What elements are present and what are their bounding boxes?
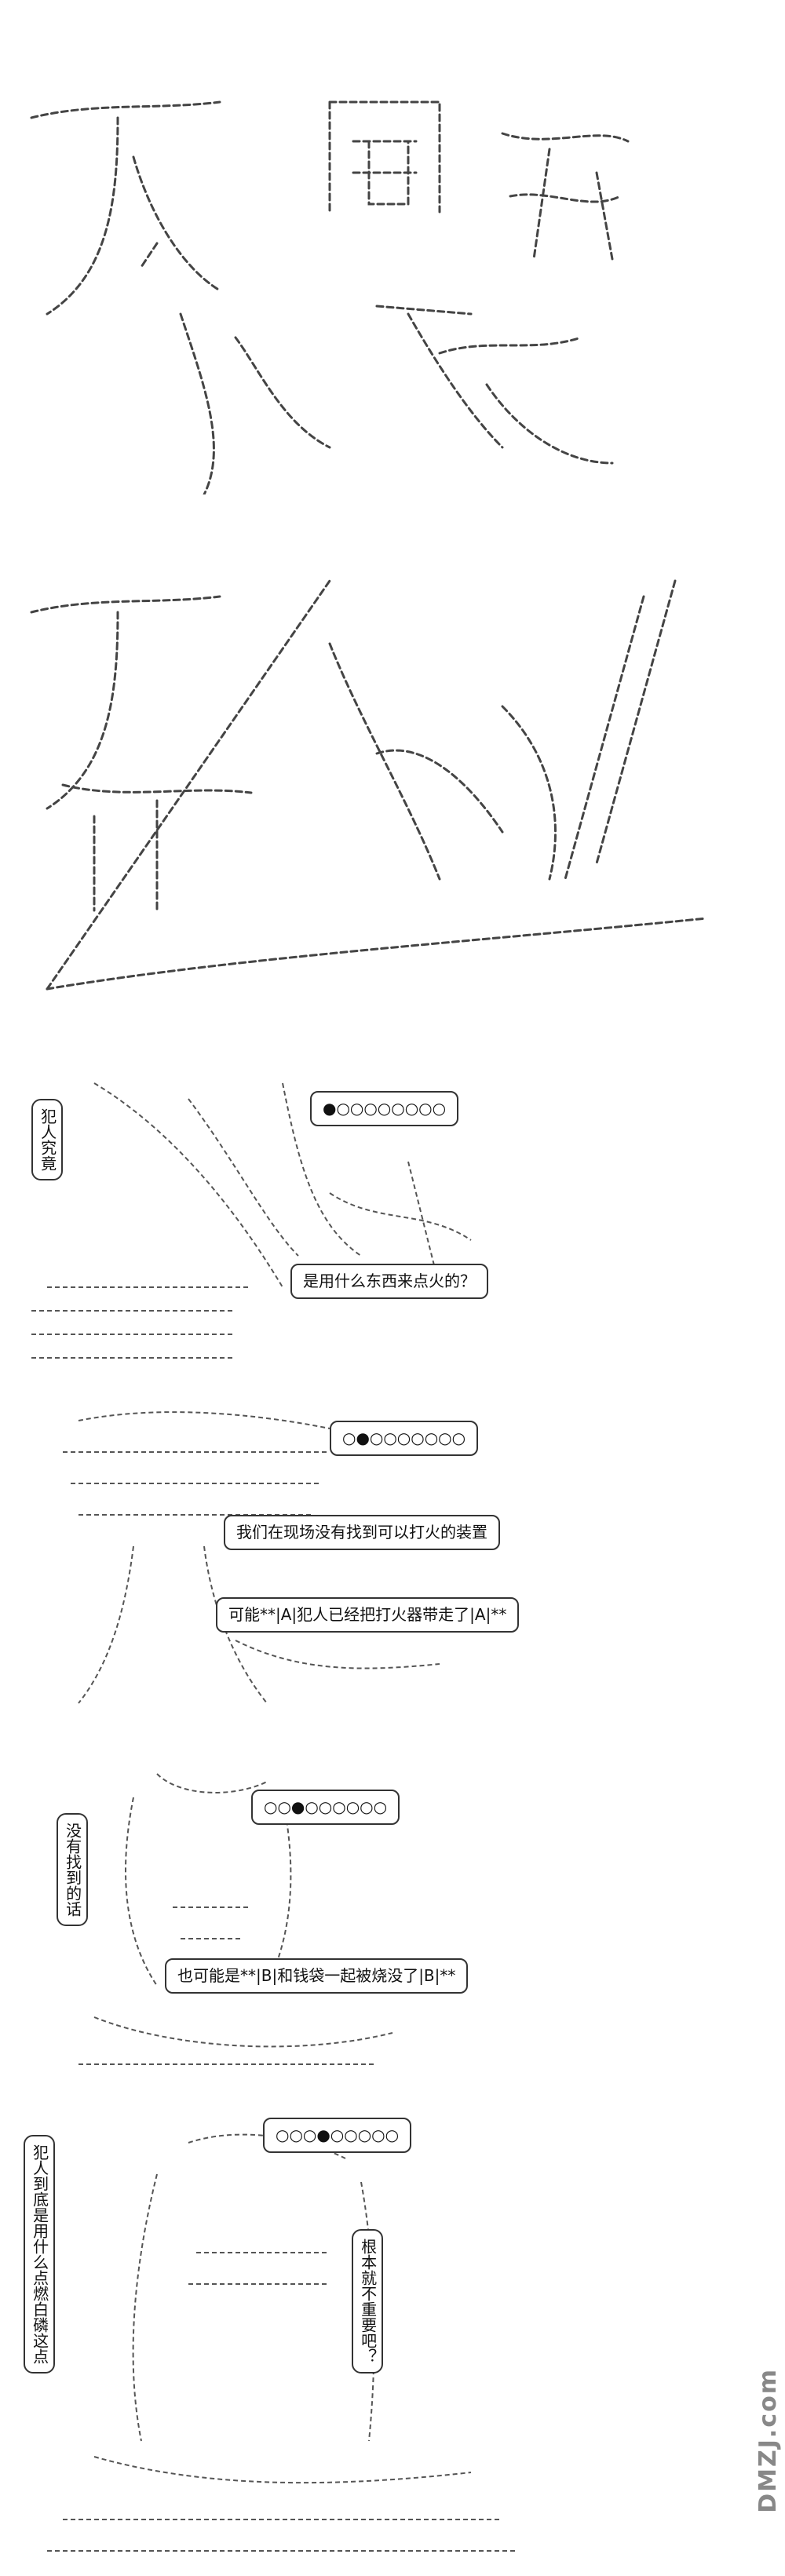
title-panel-2	[0, 549, 785, 1020]
vertical-caption: 没有找到的话	[57, 1813, 88, 1926]
title-art-2	[30, 579, 708, 991]
scene-art-3	[31, 1082, 472, 1359]
scene-art-5	[78, 1773, 393, 2065]
dmzj-watermark: DMZJ.com	[754, 2368, 782, 2513]
scene-art-6	[47, 2133, 518, 2552]
speech-bubble: 是用什么东西来点火的？	[290, 1264, 488, 1299]
dots-bubble: ○○●○○○○○○	[251, 1790, 400, 1825]
vertical-caption: 犯人究竟	[31, 1099, 63, 1180]
scene-panel-4: ○●○○○○○○○ 我们在现场没有找到可以打火的装置 可能**|A|犯人已经把打…	[0, 1389, 785, 1727]
speech-bubble-2: 可能**|A|犯人已经把打火器带走了|A|**	[216, 1597, 520, 1633]
scene-panel-6: 犯人到底是用什么点燃白磷这点 ○○○●○○○○○ 根本就不重要吧？	[0, 2111, 785, 2576]
dots-bubble: ●○○○○○○○○	[310, 1091, 459, 1126]
speech-bubble-1: 我们在现场没有找到可以打火的装置	[224, 1515, 500, 1550]
scene-panel-5: 没有找到的话 ○○●○○○○○○ 也可能是**|B|和钱袋一起被烧没了|B|**	[0, 1750, 785, 2096]
dots-bubble: ○●○○○○○○○	[330, 1421, 479, 1456]
speech-bubble: 也可能是**|B|和钱袋一起被烧没了|B|**	[165, 1958, 469, 1994]
title-panel-1	[0, 55, 785, 494]
scene-panel-3: 犯人究竟 ●○○○○○○○○ 是用什么东西来点火的？	[0, 1052, 785, 1381]
side-caption: 根本就不重要吧？	[352, 2229, 383, 2373]
title-art-1	[30, 100, 630, 494]
dots-bubble: ○○○●○○○○○	[263, 2118, 412, 2153]
vertical-caption: 犯人到底是用什么点燃白磷这点	[24, 2135, 55, 2373]
